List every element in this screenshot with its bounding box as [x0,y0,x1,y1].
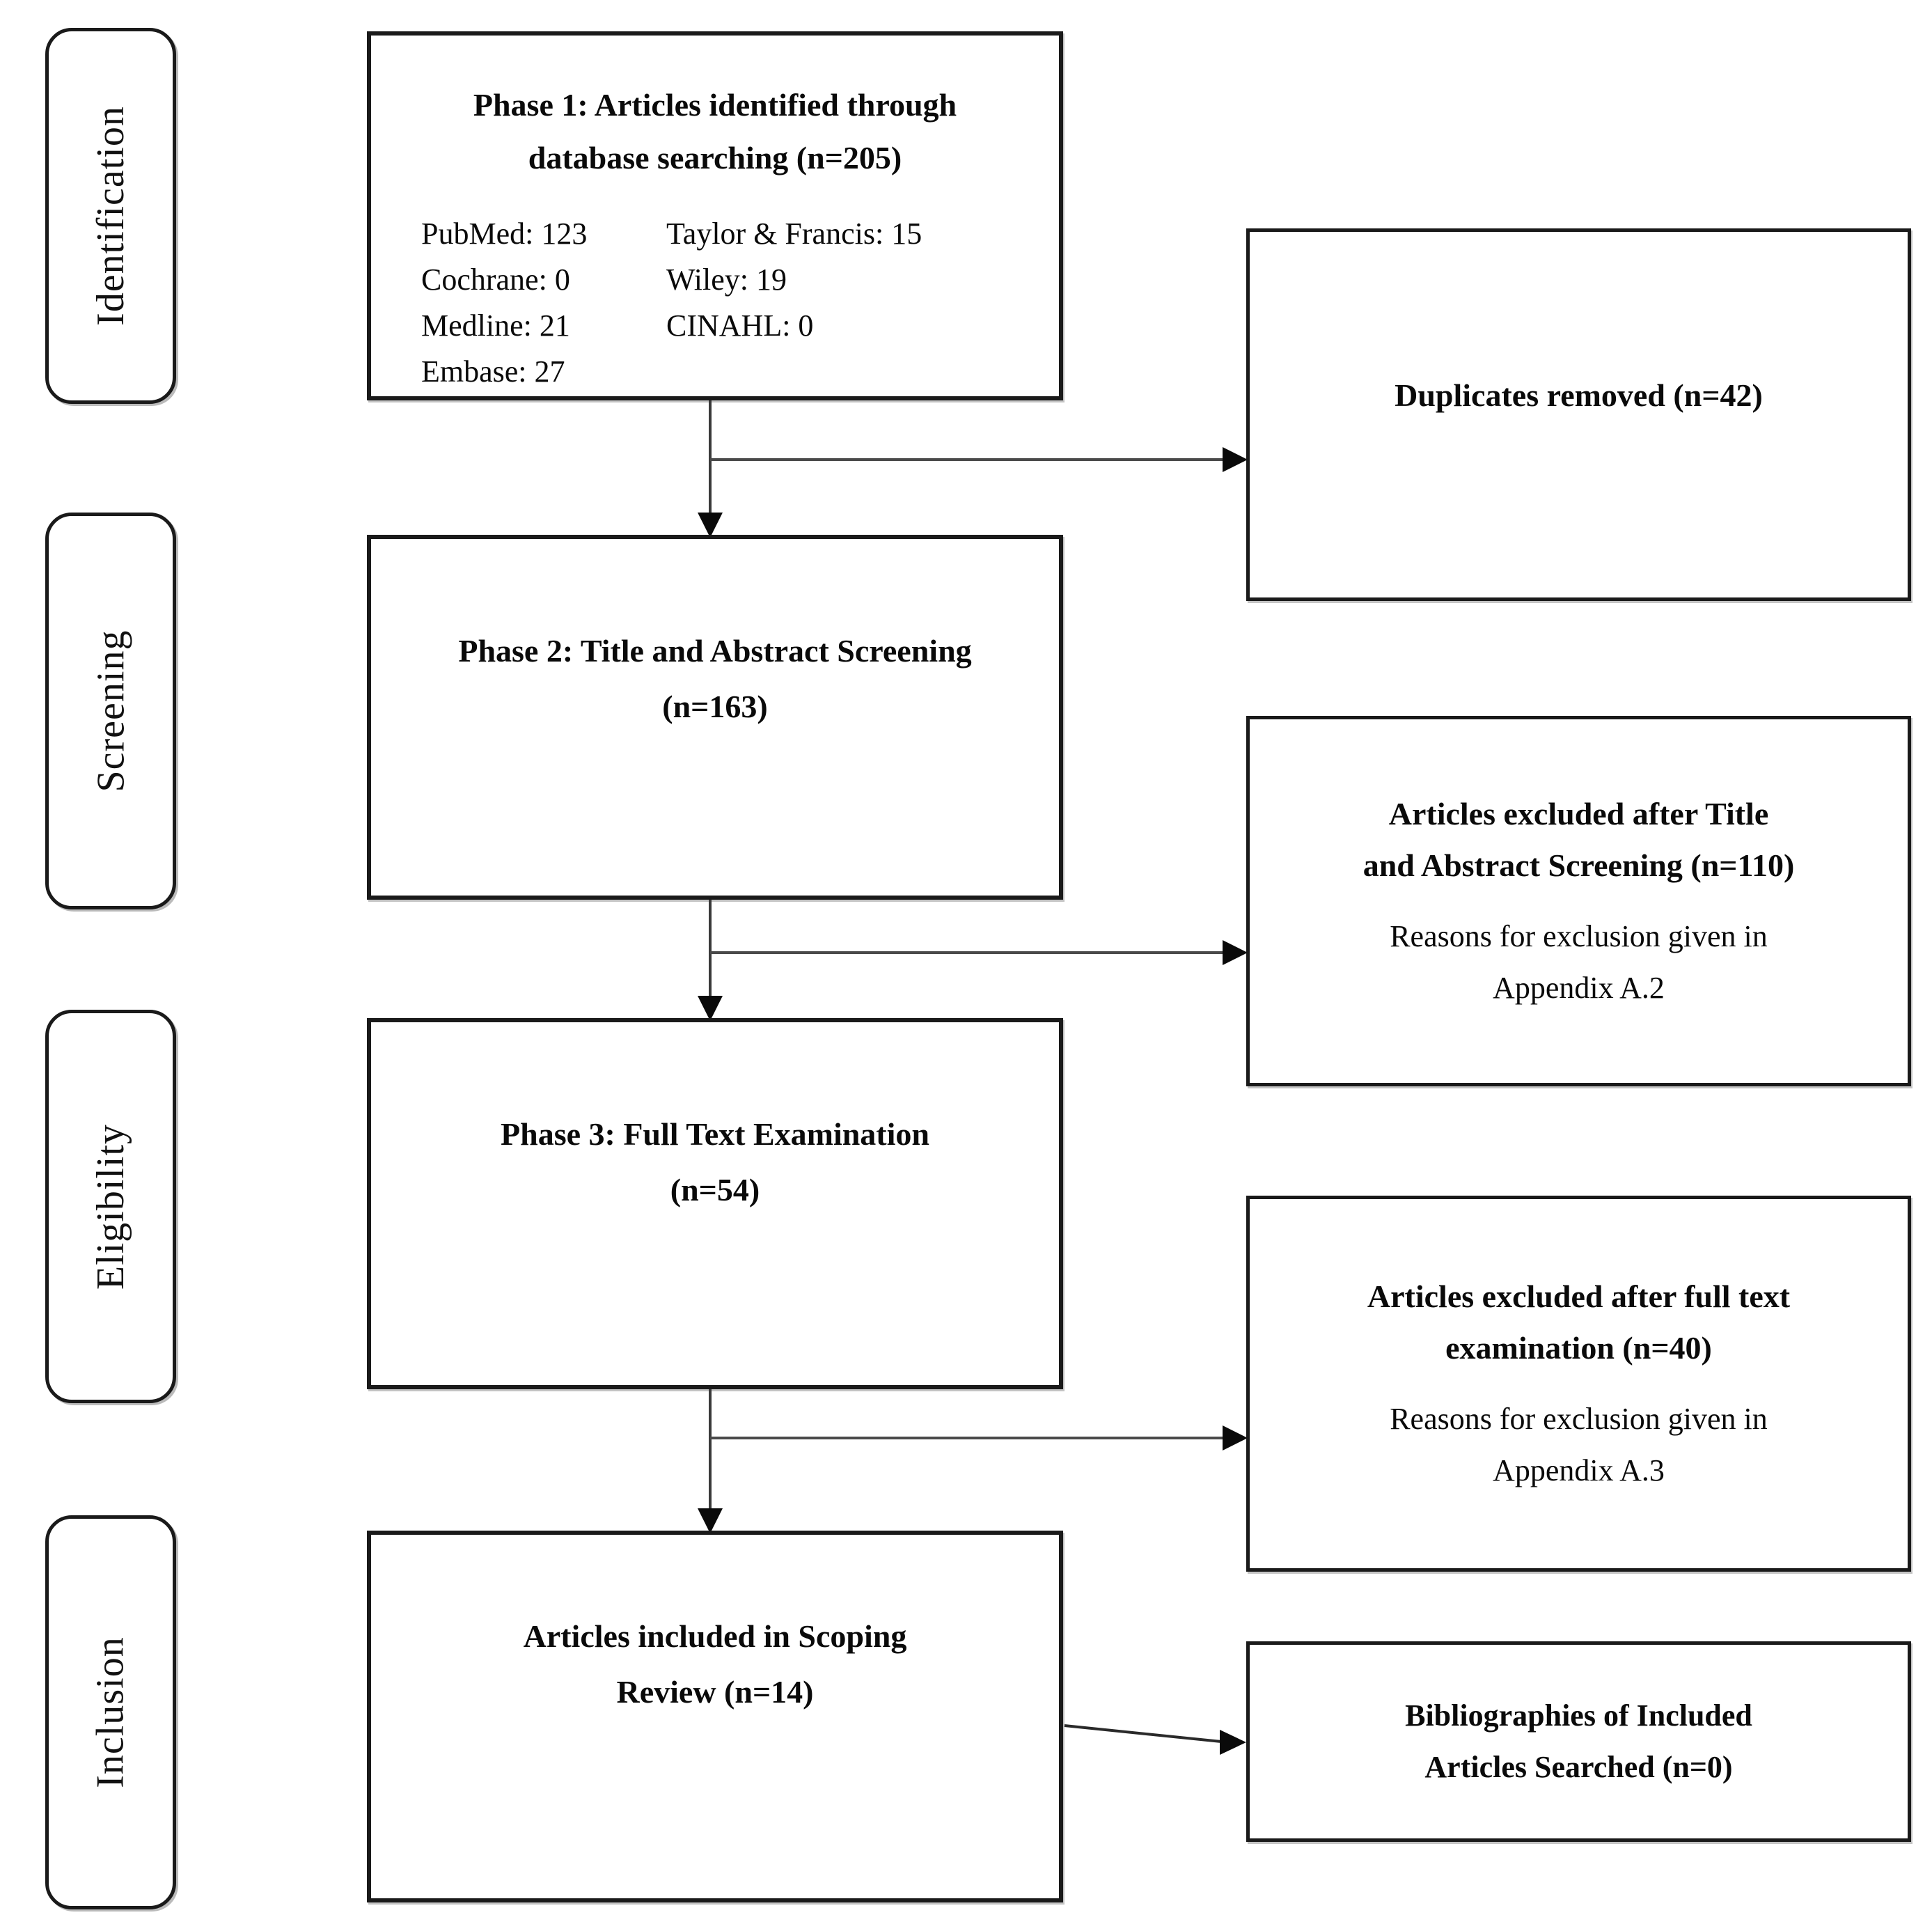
phase1-title-line2: database searching (n=205) [528,140,902,175]
excluded-full-text-heading-line2: examination (n=40) [1445,1330,1712,1366]
stage-box-eligibility: Eligibility [45,1010,176,1403]
excluded-full-text-note: Reasons for exclusion given in Appendix … [1390,1393,1768,1496]
included-title-line2: Review (n=14) [616,1674,814,1710]
arrow-to-duplicates-head-icon [1223,447,1248,472]
arrow-phase1-to-phase2-head-icon [698,513,723,538]
phase2-title-line1: Phase 2: Title and Abstract Screening [458,633,972,669]
arrow-to-excluded-title-abstract-head-icon [1223,940,1248,965]
excluded-title-abstract-box: Articles excluded after Title and Abstra… [1246,716,1911,1086]
excluded-full-text-box: Articles excluded after full text examin… [1246,1196,1911,1572]
excluded-title-abstract-note: Reasons for exclusion given in Appendix … [1390,911,1768,1014]
phase1-database-counts: PubMed: 123 Cochrane: 0 Medline: 21 Emba… [371,211,1059,395]
phase1-stat-cochrane: Cochrane: 0 [421,263,570,297]
stage-box-identification: Identification [45,28,176,404]
phase1-box: Phase 1: Articles identified through dat… [367,31,1063,400]
bibliographies-box: Bibliographies of Included Articles Sear… [1246,1641,1911,1842]
phase2-count: (n=163) [662,689,768,724]
excluded-full-text-heading-line1: Articles excluded after full text [1367,1279,1791,1314]
stage-label-inclusion: Inclusion [89,1636,133,1788]
excluded-title-abstract-note-line1: Reasons for exclusion given in [1390,919,1768,953]
phase1-stat-medline: Medline: 21 [421,308,570,343]
bibliographies-label-line2: Articles Searched (n=0) [1424,1750,1733,1784]
arrow-to-bibliographies-head-icon [1220,1730,1246,1755]
phase2-box: Phase 2: Title and Abstract Screening (n… [367,535,1063,900]
stage-label-identification: Identification [89,106,132,326]
stage-box-screening: Screening [45,513,176,909]
phase1-stat-taylor-francis: Taylor & Francis: 15 [666,217,922,251]
excluded-full-text-heading: Articles excluded after full text examin… [1367,1271,1790,1374]
phase1-stat-embase: Embase: 27 [421,354,565,389]
phase3-title-line1: Phase 3: Full Text Examination [501,1116,929,1152]
phase1-counts-column1: PubMed: 123 Cochrane: 0 Medline: 21 Emba… [421,211,666,395]
phase3-count: (n=54) [670,1171,760,1207]
excluded-full-text-note-line1: Reasons for exclusion given in [1390,1402,1768,1436]
excluded-title-abstract-heading: Articles excluded after Title and Abstra… [1363,788,1795,891]
phase3-box: Phase 3: Full Text Examination (n=54) [367,1018,1063,1389]
duplicates-removed-label: Duplicates removed (n=42) [1395,377,1763,413]
arrow-to-bibliographies-line [1064,1724,1222,1743]
bibliographies-label-line1: Bibliographies of Included [1405,1698,1752,1733]
phase1-title: Phase 1: Articles identified through dat… [371,79,1059,185]
stage-box-inclusion: Inclusion [45,1515,176,1909]
arrow-to-excluded-full-text-head-icon [1223,1425,1248,1451]
excluded-title-abstract-heading-line1: Articles excluded after Title [1388,796,1769,831]
phase1-title-line1: Phase 1: Articles identified through [473,87,957,123]
arrow-phase2-to-phase3-head-icon [698,996,723,1021]
included-title-line1: Articles included in Scoping [523,1618,907,1654]
excluded-title-abstract-heading-line2: and Abstract Screening (n=110) [1362,847,1795,883]
duplicates-removed-box: Duplicates removed (n=42) [1246,228,1911,601]
stage-label-screening: Screening [89,630,133,792]
phase1-counts-column2: Taylor & Francis: 15 Wiley: 19 CINAHL: 0 [666,211,1059,395]
phase1-stat-pubmed: PubMed: 123 [421,217,588,251]
excluded-full-text-note-line2: Appendix A.3 [1493,1453,1665,1487]
phase1-stat-wiley: Wiley: 19 [666,263,787,297]
phase1-stat-cinahl: CINAHL: 0 [666,308,814,343]
included-articles-box: Articles included in Scoping Review (n=1… [367,1531,1063,1902]
excluded-title-abstract-note-line2: Appendix A.2 [1493,971,1665,1005]
arrow-phase3-to-included-head-icon [698,1508,723,1533]
stage-label-eligibility: Eligibility [89,1123,132,1290]
